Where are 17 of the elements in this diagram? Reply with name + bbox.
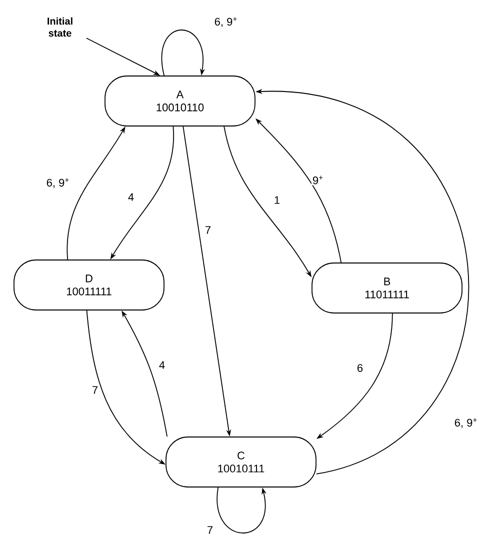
edge-label: 7 (206, 525, 214, 535)
edge-label: 6, 9$^{+}$ (213, 16, 239, 28)
edge-label: 6, 9$^{+}$ (45, 177, 71, 189)
annotation-text: Initial state (48, 17, 72, 37)
state-box: A 10010110 (104, 76, 256, 126)
state-box: C 10010111 (166, 436, 316, 488)
edge-label: 9$^{+}$ (311, 174, 325, 186)
edge-label: 7 (204, 225, 212, 235)
edge-label: 1 (272, 195, 282, 205)
edge-label: 6 (356, 363, 364, 373)
edge-label: 4 (158, 360, 166, 370)
state-box: B 11011111 (312, 262, 462, 314)
edge-label: 6, 9$^{+}$ (453, 417, 479, 429)
edge-label: 7 (90, 385, 100, 395)
arrow (161, 30, 206, 76)
edge-label: 4 (126, 192, 136, 202)
state-box: D 10011111 (14, 260, 164, 310)
